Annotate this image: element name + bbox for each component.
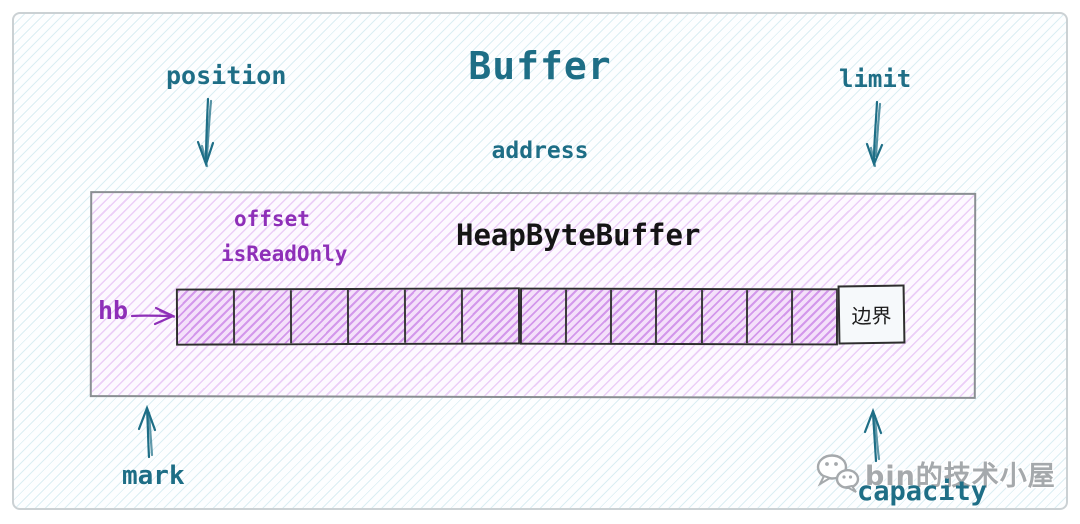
byte-cell [289,290,348,344]
byte-cell [460,289,519,343]
byte-array-segment-1 [175,287,521,346]
label-limit: limit [839,65,912,93]
byte-cell [790,290,837,344]
boundary-cell: 边界 [837,284,906,345]
class-name-heap-byte-buffer: HeapByteBuffer [456,218,701,252]
byte-cell [346,289,405,344]
label-address: address [491,138,589,164]
byte-cell [700,290,746,344]
label-hb: hb [98,296,129,325]
boundary-cell-label: 边界 [851,303,892,329]
byte-cell [403,289,462,343]
field-offset: offset [234,207,310,231]
byte-array-segment-2 [519,287,839,346]
byte-cell [521,289,566,343]
byte-cell [565,289,611,343]
byte-cell [745,290,791,344]
byte-cell [655,289,701,344]
label-capacity: capacity [857,476,988,507]
diagram-title: Buffer [468,44,612,88]
label-mark: mark [122,461,185,491]
byte-cell [232,290,291,344]
byte-cell [177,290,234,344]
field-is-read-only: isReadOnly [221,242,348,266]
byte-cell [610,289,656,343]
label-position: position [166,61,287,90]
